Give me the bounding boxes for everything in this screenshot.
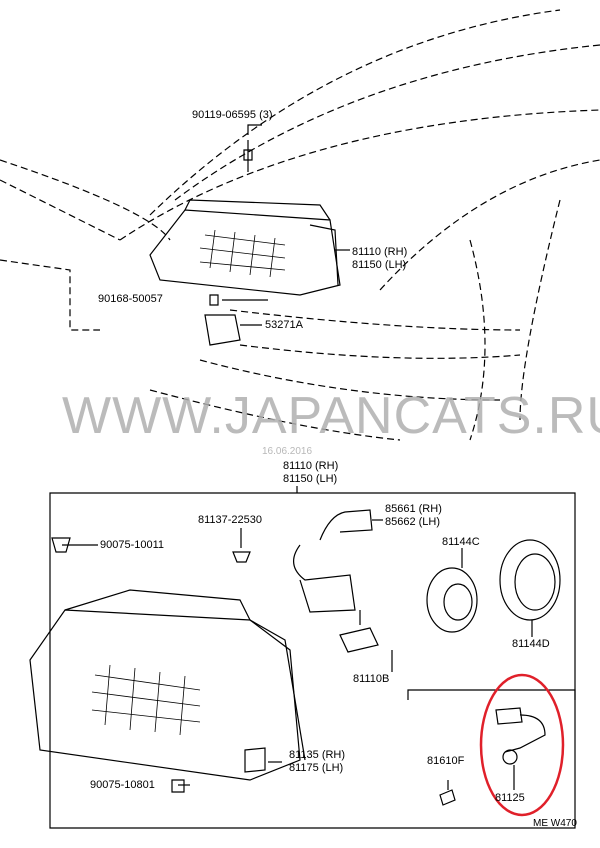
label-small-bulb: 81610F xyxy=(427,755,465,767)
label-headlamp-lh: 81150 (LH) xyxy=(283,473,338,485)
cover-d-icon xyxy=(499,539,561,621)
label-clip: 90168-50057 xyxy=(98,293,163,305)
date-stamp: 16.06.2016 xyxy=(262,446,313,457)
label-bolt: 90119-06595 (3) xyxy=(192,109,273,121)
car-body-outline xyxy=(0,9,600,441)
label-headlamp-rh-upper: 81110 (RH) xyxy=(352,246,408,258)
label-headlamp-lh-upper: 81150 (LH) xyxy=(352,259,407,271)
clip-icon xyxy=(209,294,219,306)
watermark: WWW.JAPANCATS.RU xyxy=(62,387,600,445)
label-socket-lh: 85662 (LH) xyxy=(385,516,441,528)
bracket-icon xyxy=(204,314,241,346)
highlight-circle xyxy=(479,673,565,817)
upper-headlamp-drawing xyxy=(149,199,341,296)
label-cover-d: 81144D xyxy=(512,638,550,650)
bulb-icon xyxy=(339,627,379,653)
label-socket-rh: 85661 (RH) xyxy=(385,503,442,515)
nut-bottom-icon xyxy=(171,779,185,793)
retainer-icon xyxy=(232,551,251,563)
nut-icon xyxy=(51,537,71,553)
side-socket-icon xyxy=(495,707,546,753)
small-bulb-icon xyxy=(439,789,456,806)
cover-c-icon xyxy=(426,567,478,633)
label-side-socket: 81125 xyxy=(495,792,525,804)
bolt-icon xyxy=(243,149,253,172)
label-nut-bottom: 90075-10801 xyxy=(90,779,155,791)
label-cover-c: 81144C xyxy=(442,536,480,548)
label-bracket-lh: 81175 (LH) xyxy=(289,762,344,774)
lower-headlamp-drawing xyxy=(29,589,306,781)
label-bulb: 81110B xyxy=(353,673,390,685)
socket-harness xyxy=(293,544,356,613)
label-retainer: 81137-22530 xyxy=(198,514,263,526)
diagram-code: ME W470 xyxy=(533,818,577,829)
assembly-frame xyxy=(49,492,576,829)
label-headlamp-rh: 81110 (RH) xyxy=(283,460,339,472)
label-bracket: 53271A xyxy=(265,319,303,331)
label-nut-top: 90075-10011 xyxy=(100,539,165,551)
label-bracket-rh: 81135 (RH) xyxy=(289,749,346,761)
